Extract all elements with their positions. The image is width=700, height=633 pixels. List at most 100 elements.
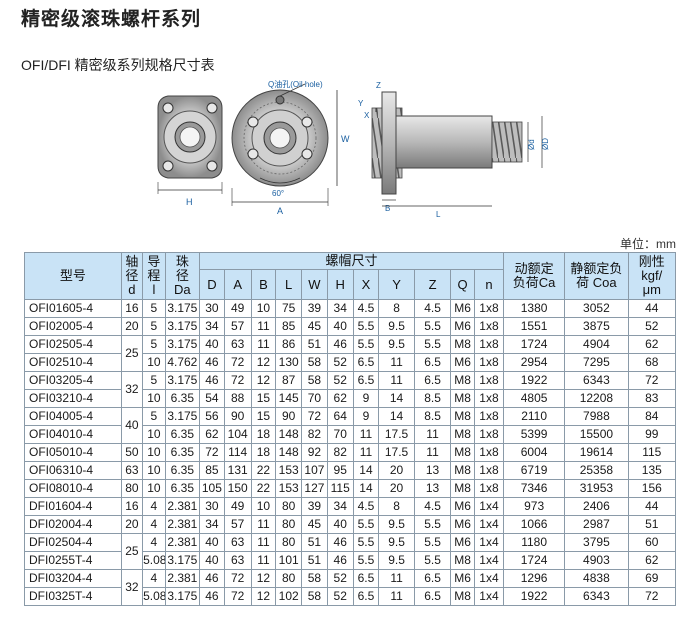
cell-L: 85 [275, 317, 303, 336]
cell-stiff: 44 [627, 299, 677, 318]
cell-d: 32 [120, 569, 144, 606]
cell-A: 63 [223, 533, 252, 552]
cell-l: 5.08 [142, 551, 166, 570]
cell-da: 3.175 [164, 407, 201, 426]
cell-X: 6.5 [352, 569, 380, 588]
cell-l: 5 [142, 299, 166, 318]
cell-l: 5 [142, 317, 166, 336]
cell-ca: 1922 [502, 587, 566, 606]
cell-A: 63 [223, 551, 252, 570]
dim-label-y: Y [358, 99, 364, 108]
cell-B: 22 [250, 479, 277, 498]
cell-Z: 4.5 [413, 299, 452, 318]
cell-Y: 14 [378, 407, 415, 426]
nut-flange-front-view: Q油孔(Oil hole) 60° A W [231, 79, 350, 216]
cell-coa: 6343 [564, 371, 629, 390]
cell-Q: M6 [450, 515, 475, 534]
cell-model: DFI03204-4 [24, 569, 122, 588]
cell-Y: 11 [378, 353, 415, 372]
cell-ca: 1296 [502, 569, 566, 588]
cell-model: DFI0255T-4 [24, 551, 122, 570]
cell-X: 5.5 [352, 515, 380, 534]
cell-n: 1x8 [473, 335, 505, 354]
cell-A: 88 [223, 389, 252, 408]
cell-ca: 7346 [502, 479, 566, 498]
cell-stiff: 156 [627, 479, 677, 498]
dim-label-l: L [436, 210, 441, 219]
cell-n: 1x4 [473, 569, 505, 588]
cell-stiff: 51 [627, 515, 677, 534]
cell-coa: 3875 [564, 317, 629, 336]
cell-coa: 3052 [564, 299, 629, 318]
cell-coa: 12208 [564, 389, 629, 408]
cell-B: 11 [250, 317, 277, 336]
cell-Q: M6 [450, 533, 475, 552]
cell-model: OFI05010-4 [24, 443, 122, 462]
cell-H: 34 [326, 299, 354, 318]
cell-l: 10 [142, 479, 166, 498]
cell-Q: M8 [450, 425, 475, 444]
cell-Z: 5.5 [413, 335, 452, 354]
cell-Z: 6.5 [413, 371, 452, 390]
cell-L: 80 [275, 533, 303, 552]
cell-B: 12 [250, 587, 277, 606]
cell-Q: M8 [450, 443, 475, 462]
cell-D: 46 [199, 569, 225, 588]
cell-Q: M6 [450, 497, 475, 516]
cell-coa: 3795 [564, 533, 629, 552]
cell-ca: 6719 [502, 461, 566, 480]
cell-Z: 6.5 [413, 569, 452, 588]
cell-da: 3.175 [164, 587, 201, 606]
cell-D: 46 [199, 587, 225, 606]
cell-Y: 11 [378, 587, 415, 606]
cell-W: 72 [301, 407, 328, 426]
cell-A: 72 [223, 587, 252, 606]
cell-model: OFI01605-4 [24, 299, 122, 318]
nut-end-view-small: H [157, 95, 223, 207]
cell-D: 40 [199, 335, 225, 354]
unit-label: 单位：mm [620, 237, 676, 251]
cell-coa: 25358 [564, 461, 629, 480]
cell-l: 5 [142, 335, 166, 354]
oil-hole-label: Q油孔(Oil hole) [268, 79, 323, 89]
cell-A: 131 [223, 461, 252, 480]
dim-label-x: X [364, 111, 370, 120]
cell-X: 5.5 [352, 317, 380, 336]
cell-X: 14 [352, 461, 380, 480]
cell-model: OFI02505-4 [24, 335, 122, 354]
cell-A: 72 [223, 371, 252, 390]
cell-H: 95 [326, 461, 354, 480]
cell-stiff: 84 [627, 407, 677, 426]
cell-Q: M8 [450, 551, 475, 570]
cell-stiff: 62 [627, 551, 677, 570]
cell-X: 6.5 [352, 587, 380, 606]
cell-coa: 19614 [564, 443, 629, 462]
cell-d: 16 [120, 299, 144, 318]
cell-W: 45 [301, 515, 328, 534]
cell-A: 57 [223, 317, 252, 336]
cell-da: 6.35 [164, 443, 201, 462]
cell-n: 1x8 [473, 443, 505, 462]
cell-X: 14 [352, 479, 380, 498]
cell-da: 6.35 [164, 479, 201, 498]
cell-model: DFI02004-4 [24, 515, 122, 534]
cell-W: 39 [301, 299, 328, 318]
cell-n: 1x8 [473, 461, 505, 480]
cell-coa: 7988 [564, 407, 629, 426]
cell-Q: M6 [450, 317, 475, 336]
cell-d: 16 [120, 497, 144, 516]
cell-B: 15 [250, 389, 277, 408]
cell-X: 4.5 [352, 497, 380, 516]
cell-Y: 17.5 [378, 443, 415, 462]
cell-B: 10 [250, 299, 277, 318]
cell-model: OFI08010-4 [24, 479, 122, 498]
cell-ca: 1922 [502, 371, 566, 390]
cell-da: 2.381 [164, 533, 201, 552]
cell-X: 5.5 [352, 335, 380, 354]
